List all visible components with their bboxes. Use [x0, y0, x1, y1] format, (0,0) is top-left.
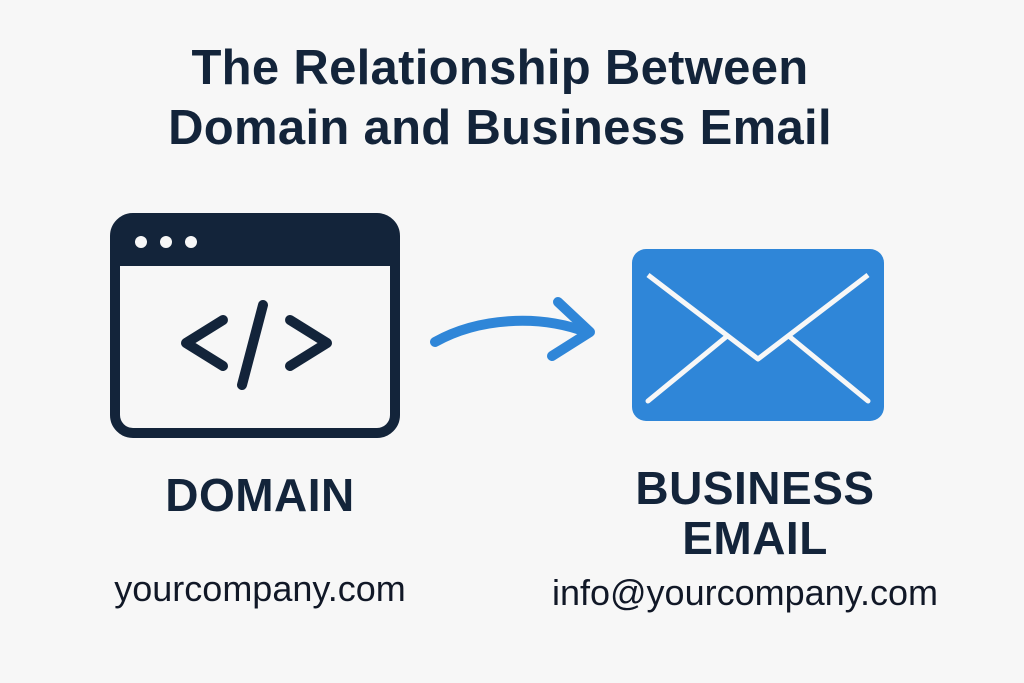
email-address-value: info@yourcompany.com — [551, 572, 939, 613]
browser-dot-2 — [160, 236, 172, 248]
domain-label: DOMAIN — [165, 469, 355, 521]
business-email-label: BUSINESS EMAIL — [600, 463, 910, 563]
browser-title-bar — [115, 218, 395, 266]
diagram-title: The Relationship Between Domain and Busi… — [0, 38, 1000, 158]
browser-dot-3 — [185, 236, 197, 248]
curved-arrow-right-icon — [430, 297, 595, 361]
browser-code-icon — [110, 213, 400, 438]
envelope-icon — [632, 249, 884, 421]
browser-dot-1 — [135, 236, 147, 248]
business-email-label-line-1: BUSINESS — [635, 462, 875, 514]
business-email-label-line-2: EMAIL — [682, 512, 828, 564]
title-line-2: Domain and Business Email — [168, 101, 832, 155]
title-line-1: The Relationship Between — [191, 41, 809, 95]
code-brackets-icon — [181, 300, 332, 390]
domain-value: yourcompany.com — [114, 568, 406, 609]
